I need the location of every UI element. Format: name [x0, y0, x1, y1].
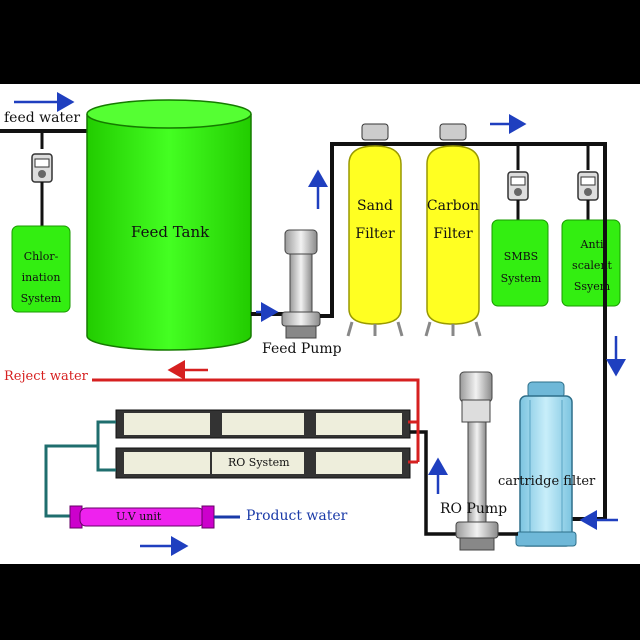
uv-unit — [69, 505, 215, 529]
reject-water-label: Reject water — [4, 369, 88, 384]
feed-tank-label: Feed Tank — [131, 223, 210, 241]
ro-pump — [455, 371, 499, 551]
chlorination-tank — [11, 225, 71, 313]
antiscalent-dosing-pump — [577, 171, 599, 201]
permeate-pipe — [44, 444, 98, 518]
uv-unit-label: U.V unit — [116, 510, 162, 523]
smbs-tank — [491, 219, 549, 307]
diagram-canvas: feed water Feed Tank Chlor- ination Syst… — [0, 84, 640, 564]
product-water-label: Product water — [246, 508, 348, 524]
cartridge-filter-label: cartridge filter — [498, 474, 596, 489]
ro-membrane-upper — [115, 409, 411, 439]
smbs-dosing-pump — [507, 171, 529, 201]
feed-tank — [86, 99, 252, 351]
sand-filter-label: Sand Filter — [355, 198, 395, 242]
feed-water-label: feed water — [4, 110, 81, 126]
diagram-drawing — [0, 92, 626, 556]
carbon-filter-label: Carbon Filter — [426, 198, 480, 242]
sand-filter-vessel — [346, 123, 404, 337]
feed-pump — [281, 229, 321, 339]
smbs-label: SMBS System — [500, 250, 542, 285]
carbon-filter-vessel — [424, 123, 482, 337]
reject-water-pipe — [92, 378, 420, 462]
pre-treatment-pipe — [320, 142, 580, 318]
feed-pump-label: Feed Pump — [262, 341, 342, 357]
ro-membrane-lower — [115, 447, 411, 479]
cartridge-filter-vessel — [515, 381, 577, 547]
antiscalent-label: Anti scalent Ssyem — [572, 238, 612, 293]
chlorination-label: Chlor- ination System — [20, 250, 62, 305]
ro-system-label: RO System — [228, 456, 290, 469]
chlorination-dosing-pump — [31, 153, 53, 183]
ro-pump-label: RO Pump — [440, 501, 508, 517]
